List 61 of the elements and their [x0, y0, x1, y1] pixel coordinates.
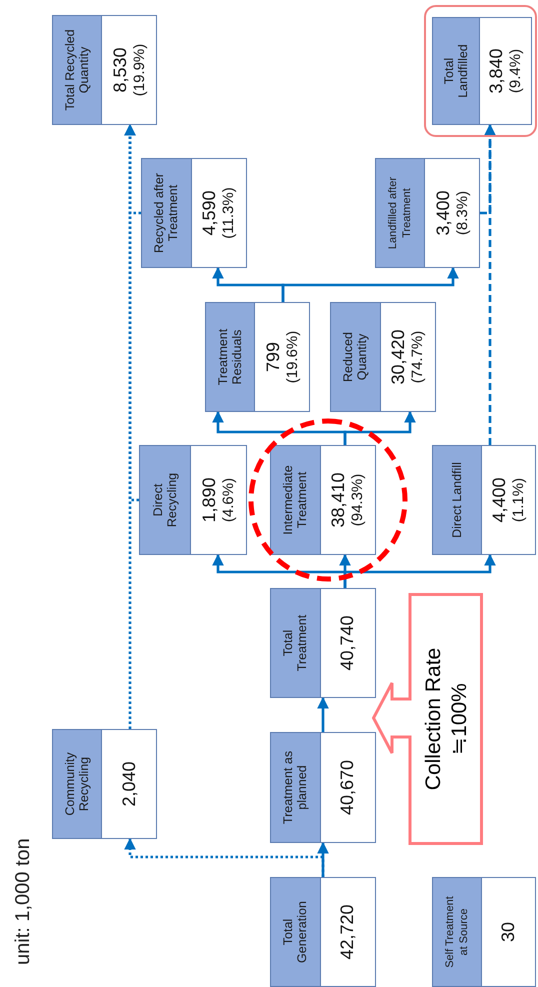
quantity-value: 799: [262, 342, 284, 372]
flow-box: [52, 15, 157, 125]
percentage-value: (94.3%): [349, 474, 368, 526]
box-title: Direct Landfill: [450, 462, 464, 538]
box-title: Recycled after Treatment: [152, 172, 180, 254]
percentage-value: (11.3%): [220, 187, 238, 239]
flow-box: [270, 877, 376, 987]
quantity-value: 3,400: [432, 190, 454, 236]
flow-arrow: [124, 124, 141, 214]
quantity-value: 30: [498, 922, 519, 942]
box-title: Total Landfilled: [442, 43, 470, 100]
quantity-value: 40,670: [337, 760, 358, 816]
unit-note: unit: 1,000 ton: [11, 838, 35, 965]
flow-box: [432, 17, 532, 125]
quantity-value: 40,740: [337, 615, 358, 671]
flow-arrow: [317, 696, 329, 732]
box-title: Total Recycled Quantity: [63, 29, 92, 111]
percentage-value: (4.6%): [220, 478, 238, 522]
flow-box: [270, 588, 376, 698]
box-title: Landfilled after Treatment: [386, 176, 414, 252]
box-title: Reduced Quantity: [341, 330, 370, 384]
callout-text: Collection Rate ≒100%: [420, 646, 472, 792]
flow-arrow: [344, 410, 416, 445]
flow-box: [375, 158, 480, 268]
box-title: Intermediate Treatment: [281, 464, 310, 537]
quantity-value: 30,420: [388, 329, 410, 385]
percentage-value: (1.1%): [510, 478, 528, 522]
flow-box: [205, 302, 310, 412]
quantity-value: 38,410: [328, 472, 350, 528]
percentage-value: (19.9%): [130, 44, 149, 96]
quantity-value: 42,720: [337, 904, 358, 960]
flow-box: [139, 445, 247, 555]
flow-arrow: [282, 266, 459, 302]
flow-box: [270, 445, 376, 555]
percentage-value: (19.6%): [284, 330, 302, 384]
flow-arrow: [480, 124, 496, 214]
flow-arrow: [124, 838, 324, 877]
flow-box: [141, 158, 247, 268]
quantity-value: 8,530: [110, 47, 131, 93]
quantity-value: 1,890: [198, 477, 220, 523]
box-title: Treatment Residuals: [216, 328, 244, 388]
box-title: Self Treatment at Source: [442, 895, 471, 970]
quantity-value: 2,040: [118, 761, 140, 807]
flow-arrow: [344, 554, 496, 588]
box-title: Community Recycling: [63, 751, 92, 818]
percentage-value: (8.3%): [454, 190, 472, 236]
flow-box: [52, 729, 157, 839]
quantity-value: 3,840: [486, 48, 508, 94]
flow-box: [330, 302, 436, 412]
flow-arrow: [317, 842, 329, 877]
quantity-value: 4,590: [199, 190, 220, 236]
box-title: Total Generation: [281, 900, 310, 965]
percentage-value: (9.4%): [507, 48, 526, 94]
flow-box: [432, 445, 536, 555]
box-title: Direct Recycling: [150, 472, 179, 530]
flow-box: [270, 732, 376, 843]
percentage-value: (74.7%): [409, 330, 428, 384]
flow-box: [432, 877, 536, 987]
box-title: Treatment as planned: [281, 750, 310, 826]
quantity-value: 4,400: [488, 477, 510, 523]
box-title: Total Treatment: [281, 614, 310, 674]
